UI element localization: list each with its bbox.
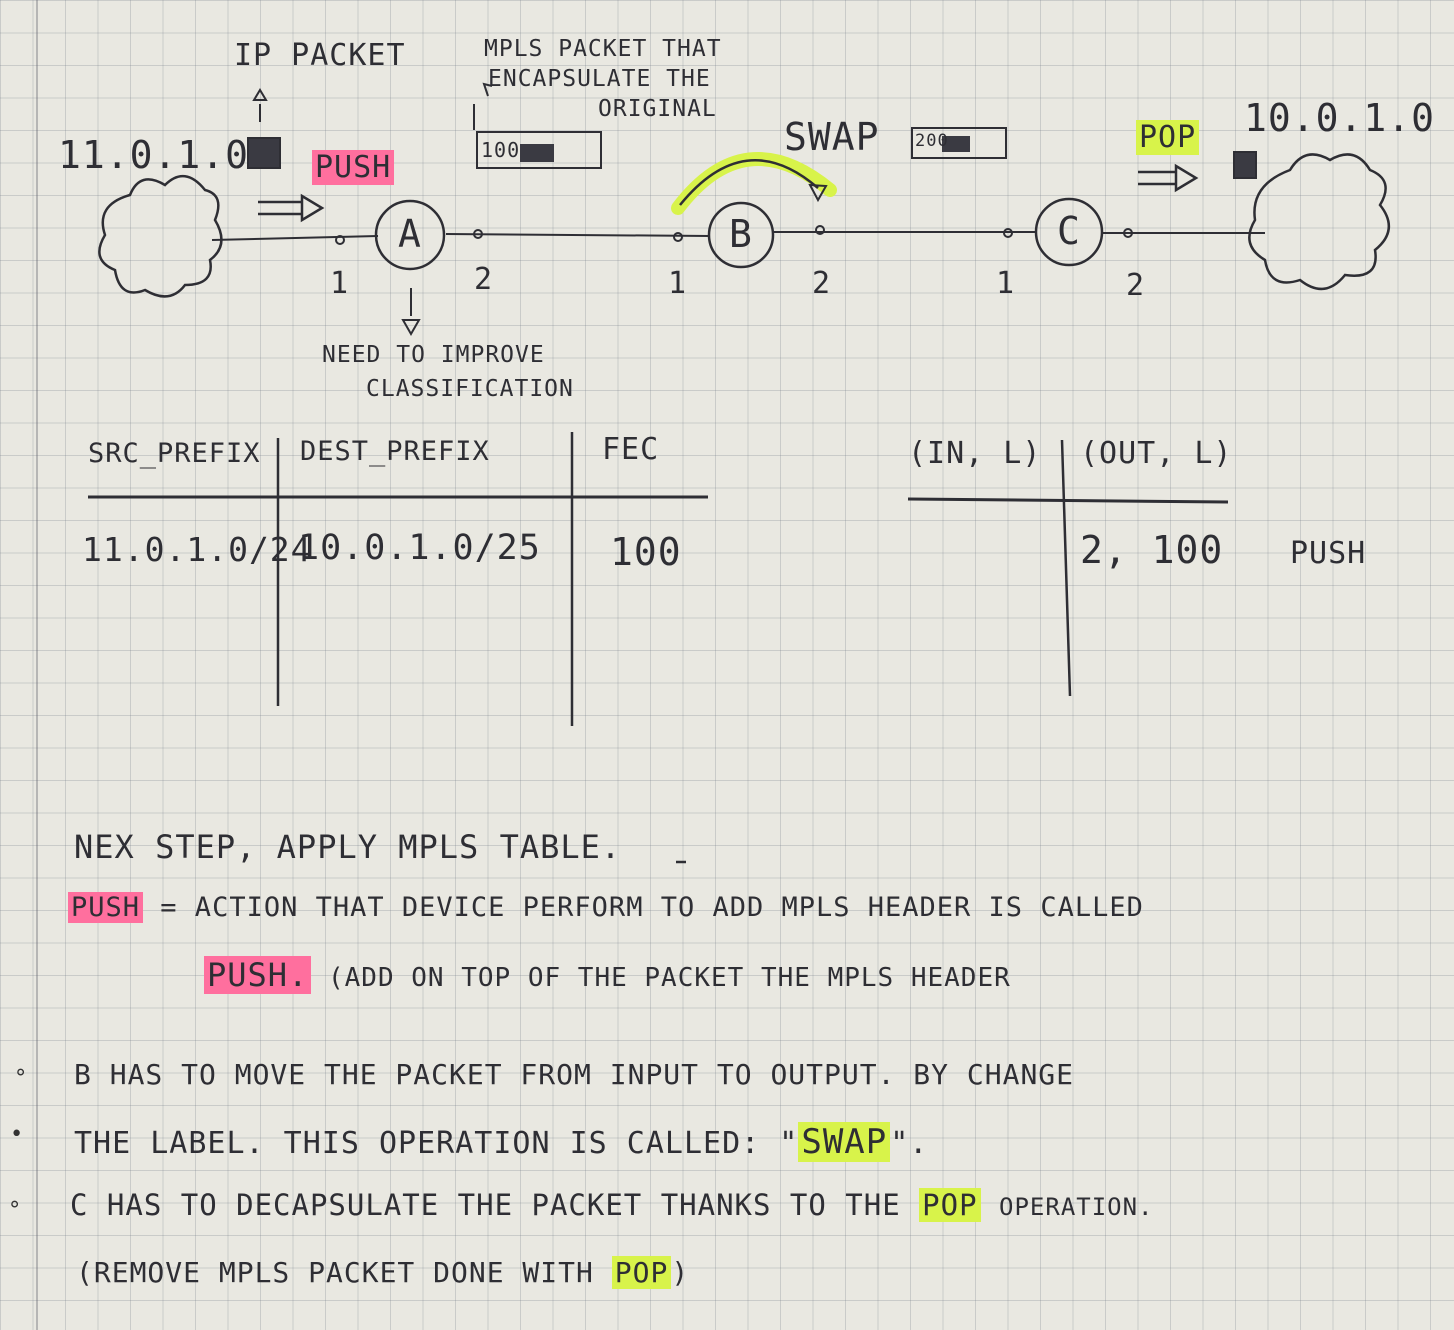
bullet-2b-post: ) (671, 1256, 690, 1289)
right-network-address: 10.0.1.0 (1244, 96, 1436, 140)
pop-tag: POP (1136, 120, 1200, 155)
label-table-vline (1060, 439, 1072, 697)
pop-arrow (1138, 163, 1199, 193)
bullet-1: ∘ (14, 1060, 28, 1085)
port-dot-c1 (1003, 228, 1013, 238)
swap-highlight-text: SWAP (798, 1122, 891, 1162)
swap-arc-arrow (679, 159, 819, 206)
router-c-circle (1034, 197, 1104, 267)
port-dot-b1 (673, 232, 683, 242)
classification-note-1: NEED TO IMPROVE (322, 342, 545, 368)
label-action: PUSH (1290, 536, 1367, 571)
bullet-2b-line: (REMOVE MPLS PACKET DONE WITH POP) (76, 1256, 689, 1289)
mpls-packet-label-1: MPLS PACKET THAT (484, 36, 722, 62)
fec-cell-dest: 10.0.1.0/25 (298, 528, 541, 568)
port-dot-a2 (473, 229, 483, 239)
ip-packet-label: IP PACKET (234, 38, 406, 73)
pop-highlight-2: POP (611, 1256, 672, 1289)
mpls-packet-box-b (911, 127, 1007, 159)
ip-packet-arrow (252, 88, 268, 122)
router-a-circle (374, 199, 446, 271)
label-header-in: (IN, L) (908, 436, 1042, 471)
mpls-packet-payload-b (942, 136, 970, 152)
mpls-packet-label-2: ENCAPSULATE THE (488, 66, 711, 92)
port-b2-label: 2 (812, 266, 832, 301)
link-a-b (445, 233, 711, 237)
classification-note-2: CLASSIFICATION (366, 376, 574, 402)
ip-packet-box-right (1233, 151, 1257, 179)
push-highlight-1: PUSH (68, 892, 144, 923)
mpls-packet-label-3: ORIGINAL (598, 96, 717, 122)
port-dot-b2 (815, 225, 825, 235)
swap-arrowhead (808, 183, 828, 203)
bullet-1b-post: ". (890, 1126, 929, 1161)
label-cell-out: 2, 100 (1080, 528, 1224, 572)
router-b-letter: B (729, 212, 753, 256)
bullet-2-line: C HAS TO DECAPSULATE THE PACKET THANKS T… (70, 1188, 1154, 1222)
fec-header-dest-prefix: DEST_PREFIX (300, 436, 490, 467)
port-c2-label: 2 (1126, 268, 1146, 303)
mpls-label-bracket (473, 82, 493, 130)
label-header-out: (OUT, L) (1080, 436, 1233, 471)
bullet-2-pre: C HAS TO DECAPSULATE THE PACKET THANKS T… (70, 1188, 901, 1222)
router-c-letter: C (1057, 209, 1081, 253)
note-line-2: PUSH = ACTION THAT DEVICE PERFORM TO ADD… (68, 892, 1144, 923)
push-highlight-2: PUSH. (204, 956, 312, 994)
bullet-1b: • (10, 1122, 24, 1147)
note-line-1: NEX STEP, APPLY MPLS TABLE. (74, 828, 622, 866)
mpls-packet-payload-a (520, 144, 554, 162)
mpls-label-b: 200 (915, 131, 949, 151)
fec-header-fec: FEC (602, 432, 660, 467)
port-b1-label: 1 (668, 266, 688, 301)
fec-header-src-prefix: SRC_PREFIX (88, 438, 261, 469)
link-left-a (211, 235, 379, 241)
bullet-2b-pre: (REMOVE MPLS PACKET DONE WITH (76, 1256, 594, 1289)
fec-cell-src: 11.0.1.0/24 (82, 530, 312, 569)
left-network-address: 11.0.1.0 (58, 133, 250, 177)
right-cloud-shape (1248, 153, 1390, 290)
pop-highlight-1: POP (919, 1188, 981, 1222)
port-a2-label: 2 (474, 262, 494, 297)
push-tag: PUSH (312, 150, 395, 185)
label-table-hline (907, 497, 1229, 504)
port-c1-label: 1 (996, 266, 1016, 301)
note-line-3: PUSH. (ADD ON TOP OF THE PACKET THE MPLS… (204, 956, 1011, 994)
mpls-label-a: 100 (481, 138, 521, 162)
classification-arrow (401, 288, 421, 337)
port-a1-label: 1 (330, 266, 350, 301)
mpls-packet-box-a (476, 131, 602, 169)
push-arrow (258, 193, 325, 223)
ip-packet-box (247, 137, 281, 169)
margin-line (36, 0, 38, 1330)
swap-tag: SWAP (784, 115, 880, 159)
port-dot-a1 (335, 235, 345, 245)
bullet-1b-pre: THE LABEL. THIS OPERATION IS CALLED: " (74, 1126, 799, 1161)
fec-cell-fec: 100 (610, 530, 682, 574)
note-line-2-text: = ACTION THAT DEVICE PERFORM TO ADD MPLS… (160, 892, 1144, 923)
bullet-1-text: B HAS TO MOVE THE PACKET FROM INPUT TO O… (74, 1058, 1075, 1091)
router-b-circle (707, 201, 775, 269)
note-line-3-text: (ADD ON TOP OF THE PACKET THE MPLS HEADE… (327, 963, 1011, 993)
bullet-2: ∘ (8, 1192, 22, 1217)
bullet-1b-line: THE LABEL. THIS OPERATION IS CALLED: "SW… (74, 1122, 928, 1162)
left-cloud-shape (98, 175, 223, 298)
bullet-2-post: OPERATION. (999, 1193, 1154, 1221)
port-dot-c2 (1123, 228, 1133, 238)
router-a-letter: A (398, 212, 422, 256)
